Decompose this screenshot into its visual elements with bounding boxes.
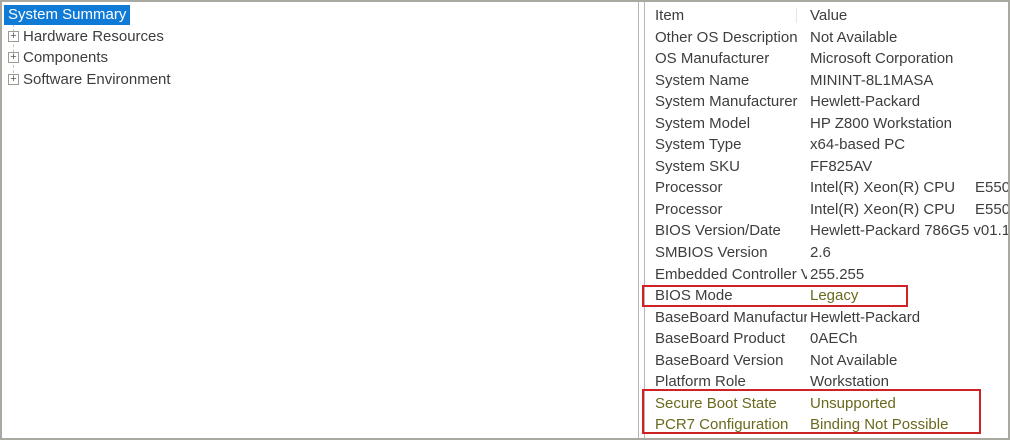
item-cell: System Type [655, 136, 742, 154]
table-row-bios-mode[interactable]: BIOS Mode Legacy [645, 285, 1008, 307]
table-row-system-name[interactable]: System Name MININT-8L1MASA [645, 70, 1008, 92]
item-cell: Other OS Description [655, 28, 798, 46]
category-tree-panel: System Summary + Hardware Resources + Co… [2, 2, 639, 438]
value-cell: Hewlett-Packard [810, 308, 921, 326]
item-cell: OS Manufacturer [655, 50, 770, 68]
value-cell: FF825AV [810, 157, 873, 175]
value-cell: Workstation [810, 373, 889, 391]
value-cell: Binding Not Possible [810, 416, 949, 434]
table-row-baseboard-manufacturer[interactable]: BaseBoard Manufacturer Hewlett-Packard [645, 307, 1008, 329]
item-cell: Embedded Controller V... [655, 265, 807, 283]
value-cell: Legacy [810, 287, 859, 305]
value-cell: HP Z800 Workstation [810, 114, 953, 132]
value-cell: Not Available [810, 351, 898, 369]
table-row-secure-boot-state[interactable]: Secure Boot State Unsupported [645, 393, 1008, 415]
item-cell: Platform Role [655, 373, 746, 391]
item-cell: BaseBoard Product [655, 330, 786, 348]
item-cell: System Model [655, 114, 751, 132]
item-cell: Processor [655, 200, 723, 218]
value-cell: 0AECh [810, 330, 858, 348]
value-cell: Not Available [810, 28, 898, 46]
detail-table: Item Value Other OS Description Not Avai… [645, 2, 1010, 436]
tree-item-label[interactable]: Components [23, 49, 109, 66]
table-row-system-sku[interactable]: System SKU FF825AV [645, 156, 1008, 178]
category-tree: System Summary + Hardware Resources + Co… [2, 2, 638, 90]
table-row-system-manufacturer[interactable]: System Manufacturer Hewlett-Packard [645, 91, 1008, 113]
tree-item-label[interactable]: Hardware Resources [23, 27, 164, 45]
tree-item-label[interactable]: Software Environment [23, 70, 171, 88]
item-cell: System Name [655, 71, 750, 89]
table-row-other-os-description[interactable]: Other OS Description Not Available [645, 27, 1008, 49]
table-header-row: Item Value [645, 5, 1008, 27]
table-row-bios-version-date[interactable]: BIOS Version/Date Hewlett-Packard 786G5 … [645, 220, 1010, 242]
table-row-processor-2[interactable]: Processor Intel(R) Xeon(R) CPU E5506 [645, 199, 1010, 221]
tree-item-components[interactable]: + Components [2, 47, 638, 69]
item-cell: Secure Boot State [655, 394, 777, 412]
table-row-baseboard-version[interactable]: BaseBoard Version Not Available [645, 350, 1008, 372]
item-cell: Processor [655, 179, 723, 197]
expand-plus-icon[interactable]: + [8, 30, 19, 42]
value-cell: 255.255 [810, 265, 865, 283]
item-cell: System Manufacturer [655, 93, 798, 111]
column-header-item[interactable]: Item [655, 7, 685, 24]
table-row-os-manufacturer[interactable]: OS Manufacturer Microsoft Corporation [645, 48, 1008, 70]
item-cell: PCR7 Configuration [655, 416, 789, 434]
item-cell: BIOS Version/Date [655, 222, 781, 240]
table-row-embedded-controller-version[interactable]: Embedded Controller V... 255.255 [645, 264, 1008, 286]
table-row-platform-role[interactable]: Platform Role Workstation [645, 371, 1008, 393]
tree-connector-line [13, 24, 14, 78]
column-header-value[interactable]: Value [810, 7, 848, 24]
table-row-processor-1[interactable]: Processor Intel(R) Xeon(R) CPU E5506 [645, 177, 1010, 199]
value-cell: 2.6 [810, 244, 831, 262]
value-cell: Hewlett-Packard 786G5 v01.17, 8/ [810, 222, 1010, 240]
item-cell: BIOS Mode [655, 287, 733, 305]
expand-plus-icon[interactable]: + [8, 73, 19, 85]
tree-item-label-selected[interactable]: System Summary [4, 5, 131, 25]
value-cell: MININT-8L1MASA [810, 71, 934, 89]
value-cell: Hewlett-Packard [810, 93, 921, 111]
value-cell: Intel(R) Xeon(R) CPU [810, 200, 956, 218]
value-cell-right: E5506 [975, 179, 1010, 197]
expand-plus-icon[interactable]: + [8, 52, 19, 63]
table-row-baseboard-product[interactable]: BaseBoard Product 0AECh [645, 328, 1008, 350]
table-row-smbios-version[interactable]: SMBIOS Version 2.6 [645, 242, 1008, 264]
value-cell-right: E5506 [975, 200, 1010, 218]
table-row-system-model[interactable]: System Model HP Z800 Workstation [645, 113, 1008, 135]
item-cell: System SKU [655, 157, 741, 175]
tree-item-hardware-resources[interactable]: + Hardware Resources [2, 26, 638, 48]
detail-table-panel: Item Value Other OS Description Not Avai… [644, 2, 1010, 438]
tree-item-system-summary[interactable]: System Summary [2, 4, 638, 26]
value-cell: Microsoft Corporation [810, 50, 954, 68]
tree-item-software-environment[interactable]: + Software Environment [2, 69, 638, 91]
value-cell: x64-based PC [810, 136, 906, 154]
item-cell: BaseBoard Manufacturer [655, 308, 807, 326]
item-cell: BaseBoard Version [655, 351, 784, 369]
table-row-system-type[interactable]: System Type x64-based PC [645, 134, 1008, 156]
value-cell: Intel(R) Xeon(R) CPU [810, 179, 956, 197]
table-row-pcr7-configuration[interactable]: PCR7 Configuration Binding Not Possible [645, 414, 1008, 436]
value-cell: Unsupported [810, 394, 896, 412]
item-cell: SMBIOS Version [655, 244, 768, 262]
